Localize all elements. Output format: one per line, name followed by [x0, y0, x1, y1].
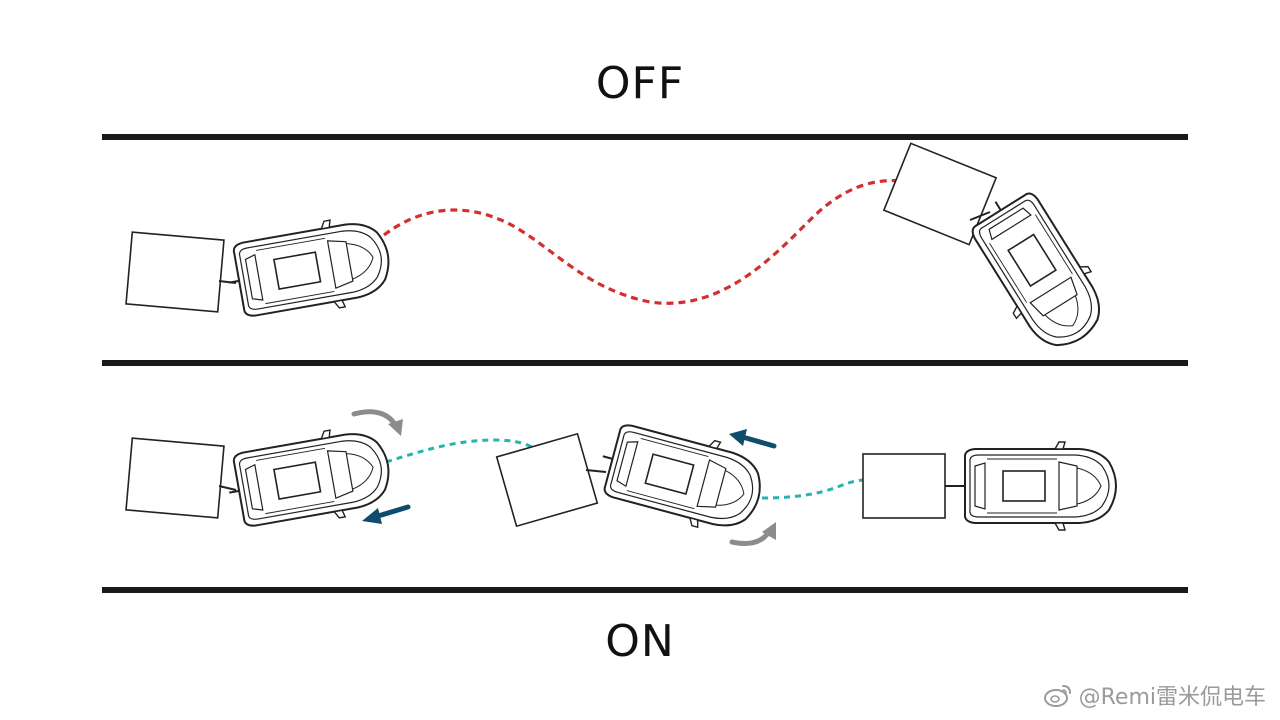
- weibo-icon: [1043, 685, 1071, 707]
- reverse-arrow-left: [362, 504, 411, 524]
- on-trajectory-path-2: [761, 478, 867, 500]
- off-trajectory-path: [383, 178, 903, 305]
- off-trailer-left: [125, 231, 225, 313]
- on-car-3: [954, 441, 1117, 531]
- off-car-left: [220, 210, 397, 327]
- on-trajectory-path-1: [385, 438, 541, 464]
- on-trailer-1: [125, 437, 225, 519]
- on-trailer-2: [495, 432, 599, 528]
- lane-line-bottom: [102, 587, 1188, 593]
- watermark-text: @Remi雷米侃电车: [1078, 685, 1266, 710]
- off-hitch-right: [969, 211, 991, 221]
- on-trailer-3: [862, 453, 946, 519]
- watermark: @Remi雷米侃电车: [1043, 680, 1266, 710]
- on-hitch-1: [218, 485, 237, 491]
- lane-line-top: [102, 134, 1188, 140]
- on-hitch-2: [585, 469, 607, 473]
- steering-arrow-top: [351, 409, 403, 436]
- reverse-arrow-right: [729, 429, 777, 449]
- off-trailer-right: [882, 142, 998, 246]
- off-label: OFF: [595, 58, 685, 109]
- lane-line-middle: [102, 360, 1188, 366]
- on-label: ON: [605, 616, 675, 667]
- steering-arrow-bottom: [729, 522, 776, 546]
